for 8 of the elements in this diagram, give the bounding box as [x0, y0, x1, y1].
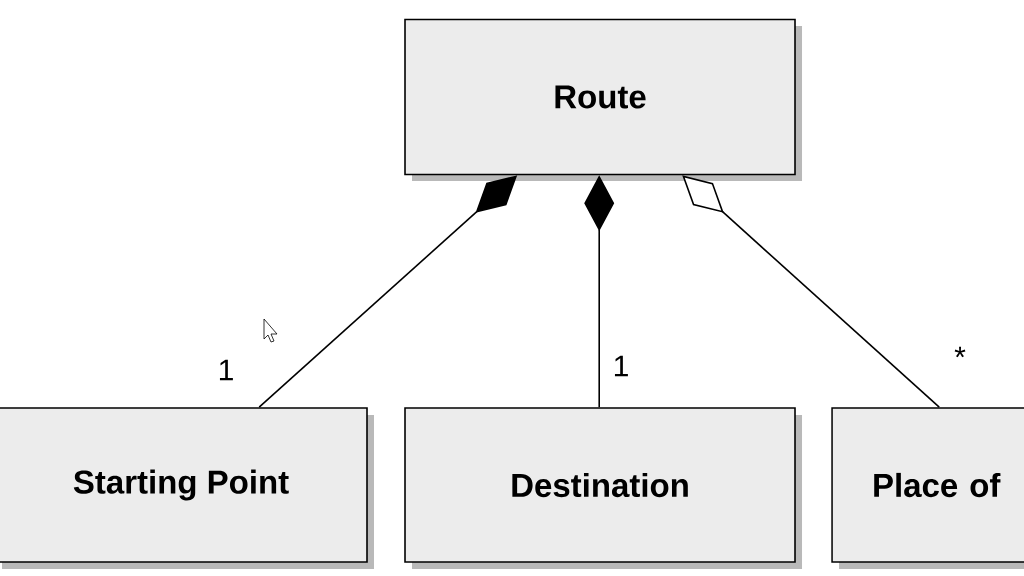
class-box: Starting Point [0, 407, 374, 569]
class-box: Place of [831, 407, 1024, 569]
multiplicity-label: 1 [614, 355, 628, 377]
class-box: Route [404, 18, 802, 181]
class-box: Destination [404, 407, 802, 569]
aggregation-line [682, 175, 940, 408]
multiplicity-label: 1 [219, 359, 233, 381]
multiplicity-label: * [954, 346, 966, 358]
